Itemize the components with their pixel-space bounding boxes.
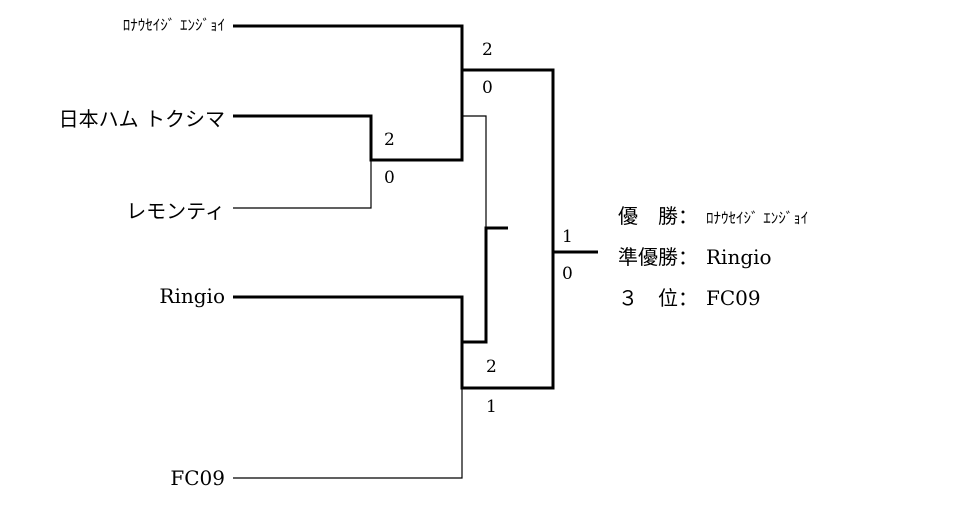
team-5-label: FC09 — [170, 466, 225, 490]
score-m1-loser: 0 — [384, 168, 395, 188]
score-m3-loser: 1 — [486, 397, 497, 417]
runner-up-label: 準優勝： — [618, 245, 698, 269]
score-m1-winner: 2 — [384, 130, 395, 150]
result-champion: 優 勝： ﾛﾅｳｾｲｼﾞ ｴﾝｼﾞｮｲ — [618, 200, 808, 229]
score-final-loser: 0 — [562, 264, 573, 284]
team-1-label: ﾛﾅｳｾｲｼﾞ ｴﾝｼﾞｮｲ — [122, 16, 225, 34]
team4-line — [233, 226, 508, 344]
third-value: FC09 — [706, 286, 761, 310]
score-m3-winner: 2 — [486, 357, 497, 377]
result-runner-up: 準優勝： Ringio — [618, 241, 772, 270]
score-final-winner: 1 — [562, 227, 573, 247]
score-m2-loser: 0 — [482, 78, 493, 98]
team4-semi-line — [460, 252, 555, 390]
score-m2-winner: 2 — [482, 40, 493, 60]
bracket-lines — [233, 24, 598, 479]
team1-line — [233, 24, 598, 254]
semi1-loser-line — [462, 115, 487, 228]
team5-line — [233, 388, 463, 479]
runner-up-value: Ringio — [706, 245, 772, 269]
champion-value: ﾛﾅｳｾｲｼﾞ ｴﾝｼﾞｮｲ — [706, 209, 809, 227]
champion-label: 優 勝： — [618, 204, 698, 228]
team-2-label: 日本ハム トクシマ — [58, 107, 225, 131]
result-third: ３ 位： FC09 — [618, 282, 761, 311]
team3-line — [233, 160, 372, 209]
team-4-label: Ringio — [159, 284, 225, 308]
team-3-label: レモンティ — [126, 199, 225, 223]
team2-line — [233, 70, 464, 162]
third-label: ３ 位： — [618, 286, 698, 310]
